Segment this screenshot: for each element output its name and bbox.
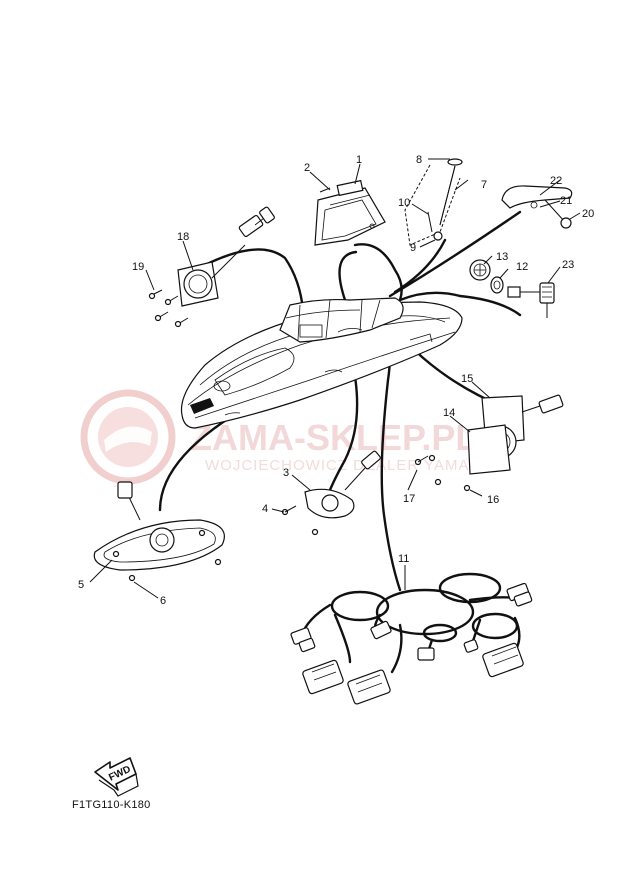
callout-15: 15 [461,373,473,385]
fwd-arrow: FWD [94,757,139,797]
part-3-small-speaker [304,450,381,519]
boat-hull [180,301,463,429]
part-23-sender [507,282,555,318]
diagram-code: F1TG110-K180 [72,799,151,811]
callout-8: 8 [416,154,422,166]
callout-3: 3 [283,467,289,479]
part-5-light-housing [93,481,225,571]
callout-5: 5 [78,579,84,591]
callout-9: 9 [410,242,416,254]
callout-7: 7 [481,179,487,191]
callout-10: 10 [398,197,410,209]
part-18-speaker-mount [177,206,275,307]
callout-19: 19 [132,261,144,273]
part-7-10-control-rod [404,158,463,246]
callout-18: 18 [177,231,189,243]
callout-22: 22 [550,175,562,187]
callout-14: 14 [443,407,455,419]
callout-6: 6 [160,595,166,607]
part-19-screws [148,289,189,328]
boat-windshield [279,297,404,343]
callout-20: 20 [582,208,594,220]
part-13-grommet [469,259,491,281]
callout-23: 23 [562,259,574,271]
part-20-22-hook [501,185,573,229]
leader-lines [89,158,581,599]
callout-1: 1 [356,154,362,166]
part-4-screws [281,505,319,536]
callout-17: 17 [403,493,415,505]
callout-labels: 1 2 3 4 5 6 7 8 9 10 11 12 13 14 15 16 1… [78,154,594,607]
harness-connectors [290,582,533,705]
callout-13: 13 [496,251,508,263]
callout-16: 16 [487,494,499,506]
callout-11: 11 [398,553,409,565]
part-15-bracket [467,394,564,475]
callout-21: 21 [560,195,572,207]
callout-4: 4 [262,503,268,515]
part-16-17-screws [414,454,471,492]
callout-2: 2 [304,162,310,174]
watermark: ZAMA-SKLEP.PL WOJCIECHOWICZ DEALER YAMAH… [80,389,492,485]
part-12-sensor [490,276,504,294]
part-11-wire-harness [298,572,521,674]
part-6-screws [112,529,222,582]
part-1-2-bracket-assembly [314,179,386,246]
watermark-logo [80,389,176,485]
watermark-subtitle: WOJCIECHOWICZ DEALER YAMAHA [205,457,492,474]
callout-12: 12 [516,261,528,273]
watermark-brand: ZAMA-SKLEP.PL [190,417,477,458]
